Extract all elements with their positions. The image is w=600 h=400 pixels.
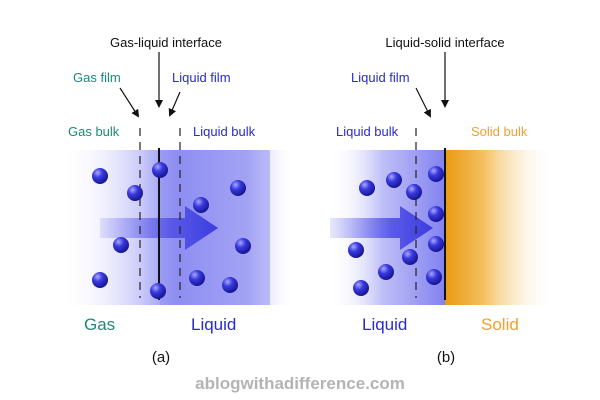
liquid-film-pointer-a <box>168 91 181 117</box>
molecule <box>426 269 442 285</box>
liquid-phase-label-b: Liquid <box>362 315 407 334</box>
molecules-a <box>92 162 251 299</box>
molecule <box>189 270 205 286</box>
liquid-film-label-b: Liquid film <box>351 70 410 85</box>
panel-b: Liquid-solid interface Liquid film Liqui… <box>330 35 555 366</box>
molecule <box>193 197 209 213</box>
molecule <box>150 283 166 299</box>
liquid-bulk-label-b: Liquid bulk <box>336 124 399 139</box>
molecule <box>92 272 108 288</box>
solid-region <box>445 150 555 305</box>
caption-a: (a) <box>152 349 170 366</box>
panel-a: Gas-liquid interface Gas film Liquid fil… <box>60 35 295 366</box>
caption-b: (b) <box>437 349 455 366</box>
molecule <box>348 242 364 258</box>
liquid-film-pointer-b <box>415 87 431 118</box>
solid-bulk-label: Solid bulk <box>471 124 528 139</box>
liquid-bulk-label-a: Liquid bulk <box>193 124 256 139</box>
molecule <box>235 238 251 254</box>
molecule <box>127 185 143 201</box>
molecule <box>428 236 444 252</box>
molecule <box>386 172 402 188</box>
molecule <box>230 180 246 196</box>
gas-bulk-label: Gas bulk <box>68 124 120 139</box>
molecule <box>428 166 444 182</box>
molecule <box>406 184 422 200</box>
molecule <box>402 249 418 265</box>
molecule <box>378 264 394 280</box>
liquid-solid-interface-label: Liquid-solid interface <box>385 35 504 50</box>
molecule <box>152 162 168 178</box>
molecule <box>92 168 108 184</box>
molecule <box>359 180 375 196</box>
transfer-arrow-b <box>330 206 433 250</box>
gas-liquid-interface-label: Gas-liquid interface <box>110 35 222 50</box>
molecule <box>428 206 444 222</box>
solid-phase-label: Solid <box>481 315 519 334</box>
watermark: ablogwithadifference.com <box>195 374 405 393</box>
liquid-phase-label-a: Liquid <box>191 315 236 334</box>
gas-film-label: Gas film <box>73 70 121 85</box>
molecules-b <box>348 166 444 296</box>
gas-phase-label: Gas <box>84 315 115 334</box>
liquid-film-label-a: Liquid film <box>172 70 231 85</box>
molecule <box>222 277 238 293</box>
molecule <box>353 280 369 296</box>
gas-film-pointer <box>119 87 140 118</box>
molecule <box>113 237 129 253</box>
